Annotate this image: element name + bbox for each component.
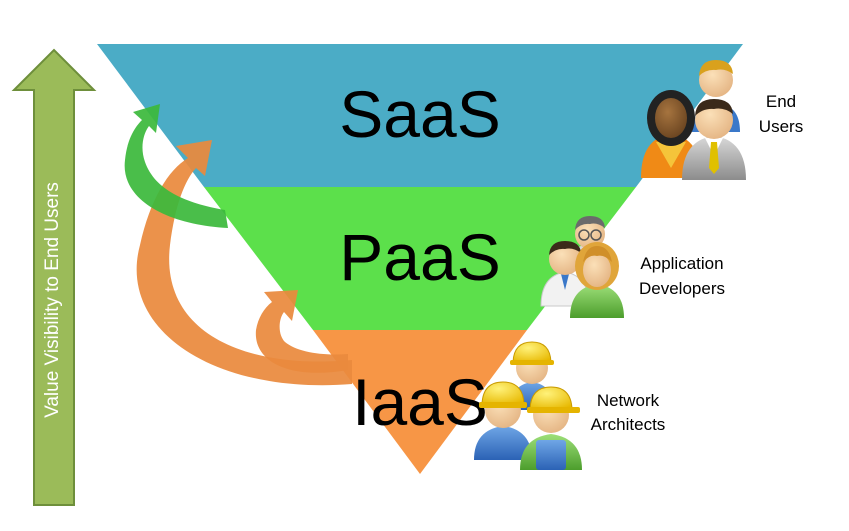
- iaas-to-paas-arrow: [255, 290, 348, 373]
- curved-arrows: [124, 104, 352, 386]
- iaas-to-saas-arrow: [136, 140, 352, 386]
- architects-label-line2: Architects: [591, 415, 666, 434]
- developers-label-line1: Application: [640, 254, 723, 273]
- saas-layer: [97, 44, 743, 187]
- developers-label-line2: Developers: [639, 279, 725, 298]
- developers-icon: [540, 216, 624, 318]
- paas-label: PaaS: [339, 220, 500, 294]
- value-axis-arrow: Value Visibility to End Users: [11, 48, 97, 506]
- iaas-label: IaaS: [352, 365, 488, 439]
- funnel: SaaS PaaS IaaS: [97, 44, 743, 474]
- axis-label: Value Visibility to End Users: [42, 182, 63, 418]
- construction-workers-icon: [474, 341, 582, 470]
- iaas-layer: [313, 330, 527, 474]
- architects-label-line1: Network: [597, 391, 660, 410]
- business-people-icon: [641, 60, 746, 180]
- end-users-label-line1: End: [766, 92, 796, 111]
- end-users-label-line2: Users: [759, 117, 803, 136]
- paas-layer: [204, 187, 636, 330]
- paas-to-saas-arrow: [124, 104, 228, 228]
- saas-label: SaaS: [339, 77, 500, 151]
